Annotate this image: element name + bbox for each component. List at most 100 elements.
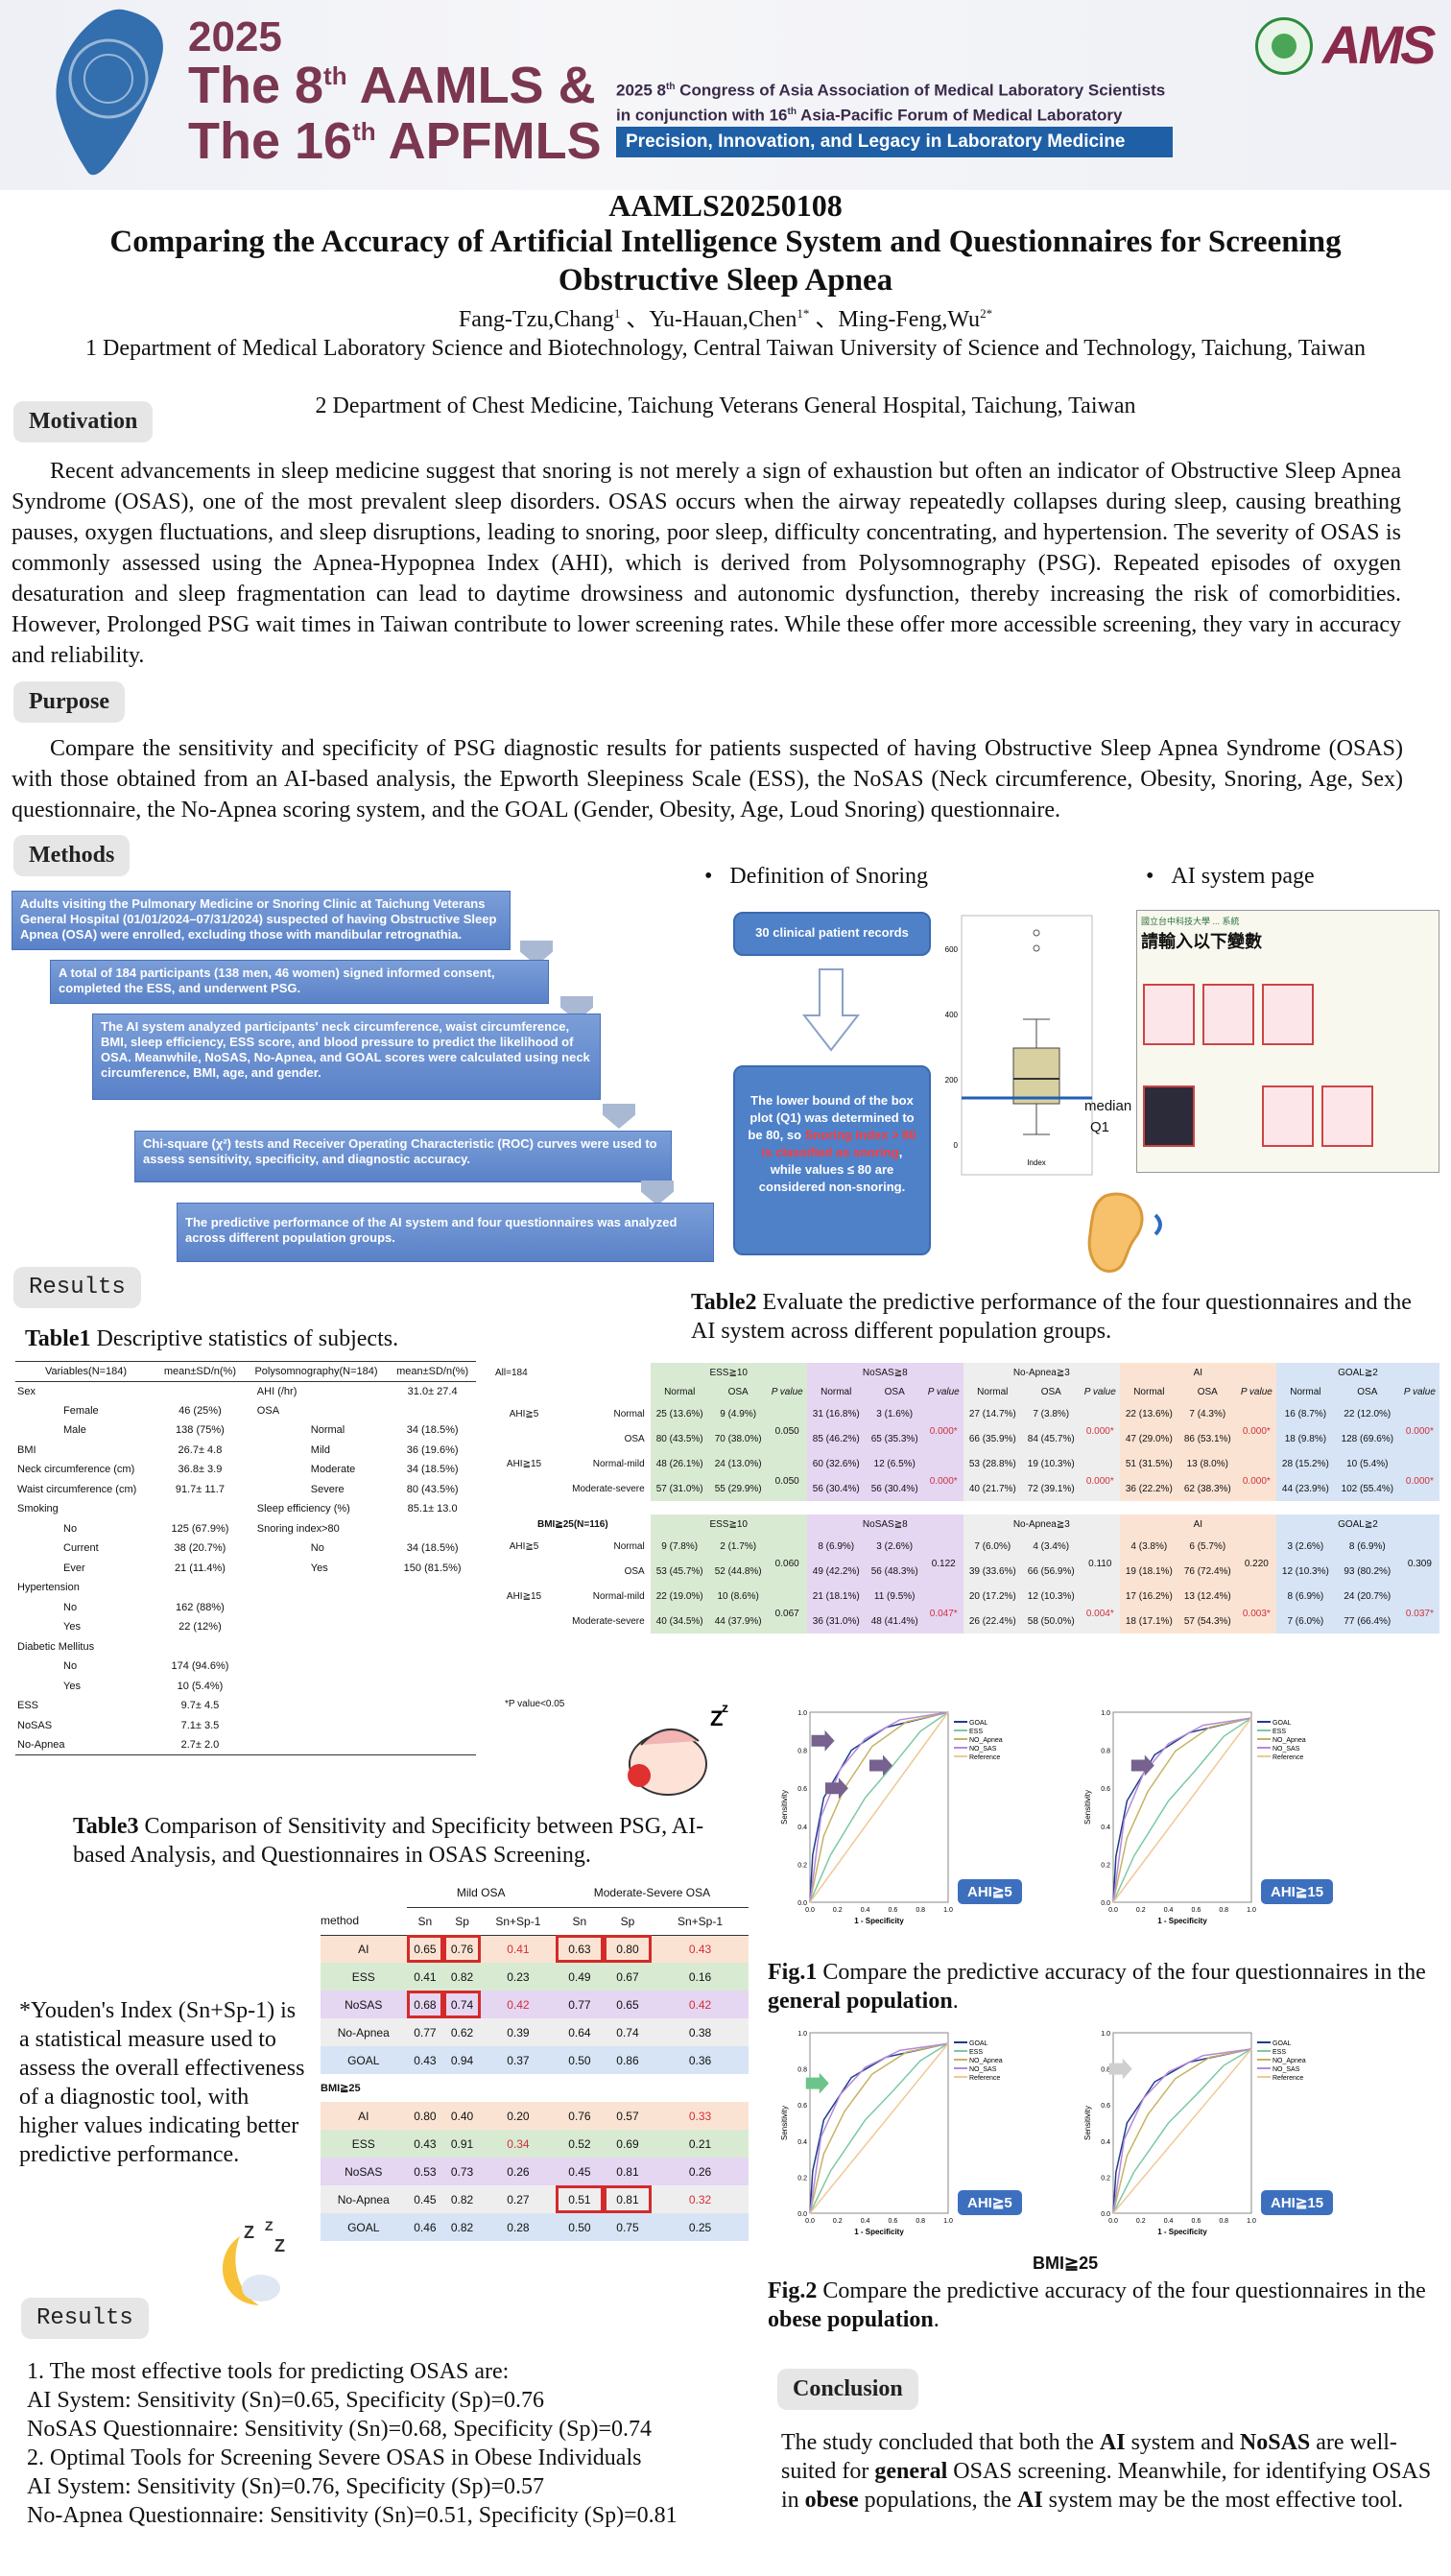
roc-x-tick: 1.0 — [943, 2218, 953, 2225]
table3-cell: 0.16 — [688, 1969, 712, 1984]
roc-x-tick: 0.0 — [1108, 2218, 1118, 2225]
roc-legend-label: ESS — [1273, 1729, 1286, 1735]
table2-cell: 102 (55.4%) — [1334, 1476, 1400, 1501]
table1-cell — [156, 1499, 244, 1519]
youden-note: *Youden's Index (Sn+Sp-1) is a statistic… — [19, 1998, 305, 2167]
table3-cell: 0.43 — [688, 1942, 712, 1956]
table1-cell: 21 (11.4%) — [174, 1562, 226, 1574]
table2-cell: 7 (6.0%) — [963, 1534, 1022, 1559]
table3-cell: 0.49 — [568, 1969, 591, 1984]
roc-legend-label: GOAL — [1273, 1720, 1292, 1727]
table2-cell: 24 (20.7%) — [1334, 1584, 1400, 1609]
table2-cell: 60 (32.6%) — [806, 1451, 866, 1476]
table2-cell: 128 (69.6%) — [1334, 1426, 1400, 1451]
table1-cell: No-Apnea — [17, 1739, 65, 1751]
table2-ahi-label: AHI≧5 — [509, 1540, 539, 1552]
table1-cell — [389, 1617, 476, 1637]
roc-curve-ess — [1112, 1717, 1252, 1903]
table1-cell: No — [63, 1660, 78, 1673]
roc-xlabel: 1 - Specificity — [1157, 2228, 1207, 2236]
table1-cell — [156, 1578, 244, 1598]
results-line: No-Apnea Questionnaire: Sensitivity (Sn)… — [27, 2503, 678, 2528]
affiliation-1: 1 Department of Medical Laboratory Scien… — [85, 336, 1366, 361]
table2-cell: 47 (29.0%) — [1119, 1426, 1178, 1451]
roc-curve-goal — [1112, 2048, 1252, 2214]
roc-legend-label: GOAL — [969, 1720, 988, 1727]
table1-cell: 125 (67.9%) — [171, 1522, 229, 1535]
table3-cell: 0.65 — [616, 1997, 639, 2012]
svg-text:Z: Z — [265, 2218, 274, 2233]
table1-cell: 2.7± 2.0 — [180, 1739, 220, 1751]
table2-cell: 25 (13.6%) — [650, 1401, 709, 1426]
table2-sub-header: Normal — [806, 1382, 866, 1401]
table2-cell: 0.060 — [767, 1559, 807, 1584]
median-label: median — [1084, 1098, 1132, 1114]
table2-cell: 0.122 — [923, 1559, 963, 1584]
roc-legend-label: Reference — [969, 2075, 1000, 2082]
table1-cell: No — [63, 1522, 78, 1535]
table1-cell: No — [63, 1601, 78, 1613]
roc-y-tick: 0.4 — [1101, 1825, 1110, 1831]
conclusion-heading: Conclusion — [777, 2369, 918, 2410]
roc-xlabel: 1 - Specificity — [1157, 1917, 1207, 1925]
roc-y-tick: 0.8 — [1101, 1749, 1110, 1755]
table3-cell: 0.74 — [443, 1991, 481, 2018]
table2-cell: 9 (7.8%) — [650, 1534, 709, 1559]
snoring-face-icon: Z z — [628, 1700, 728, 1796]
table3-cell: 0.82 — [450, 2192, 474, 2206]
table2-cell: 36 (31.0%) — [806, 1609, 866, 1634]
table3-cell: AI — [358, 1942, 369, 1956]
ams-logo: AMS — [1322, 14, 1436, 75]
table2-cell: 62 (38.3%) — [1177, 1476, 1237, 1501]
roc-y-tick: 0.4 — [797, 2139, 807, 2146]
roc-curve-no-sas — [1112, 2048, 1252, 2214]
table2-cell: 9 (4.9%) — [708, 1401, 768, 1426]
svg-text:Z: Z — [274, 2236, 285, 2255]
ai-page-prompt: 請輸入以下變數 — [1141, 932, 1262, 951]
table2-sub-header: Normal — [650, 1382, 709, 1401]
roc-x-tick: 0.2 — [833, 1907, 843, 1914]
table3-caption: Table3 Comparison of Sensitivity and Spe… — [73, 1814, 704, 1868]
roc-x-tick: 0.4 — [1164, 1907, 1174, 1914]
table2-sub-header: P value — [1080, 1382, 1120, 1401]
table3-cell: 0.21 — [688, 2136, 712, 2151]
table2-cell: 7 (4.3%) — [1177, 1401, 1237, 1426]
table3-cell: 0.26 — [507, 2164, 530, 2179]
table2-cell: 0.309 — [1399, 1559, 1439, 1584]
table1-cell — [389, 1696, 476, 1716]
roc-x-tick: 0.2 — [833, 2218, 843, 2225]
table2-cell: 70 (38.0%) — [708, 1426, 768, 1451]
table2-row-label: Normal — [613, 1540, 645, 1552]
highlight-arrow-icon — [824, 1777, 848, 1800]
table3-cell: 0.69 — [616, 2136, 639, 2151]
boxplot-tick: 600 — [945, 945, 959, 954]
table2-cell: 57 (31.0%) — [650, 1476, 709, 1501]
table1-cell: Current — [63, 1542, 99, 1555]
table2-cell — [1080, 1451, 1120, 1476]
motivation-text: Recent advancements in sleep medicine su… — [12, 459, 1401, 668]
table2-cell: 10 (5.4%) — [1334, 1451, 1400, 1476]
table1-cell: Sex — [17, 1385, 36, 1397]
table3-cell: 0.42 — [507, 1997, 530, 2012]
table2-row-label: OSA — [624, 1433, 645, 1444]
roc-ylabel: Sensitivity — [780, 2106, 789, 2140]
table3-header-cell: Sp — [620, 1914, 635, 1928]
affiliation-2: 2 Department of Chest Medicine, Taichung… — [315, 394, 1136, 418]
q1-label: Q1 — [1090, 1119, 1110, 1135]
roc-y-tick: 1.0 — [1101, 2031, 1110, 2038]
table3-header-cell: Sp — [455, 1914, 469, 1928]
table2-cell: 18 (9.8%) — [1275, 1426, 1335, 1451]
roc-x-tick: 0.0 — [805, 2218, 815, 2225]
roc-y-tick: 0.6 — [1101, 1786, 1110, 1793]
table2-cell: 53 (28.8%) — [963, 1451, 1022, 1476]
table3-cell: 0.75 — [616, 2220, 639, 2234]
table2-cell: 66 (56.9%) — [1021, 1559, 1081, 1584]
table1-cell: 10 (5.4%) — [177, 1680, 224, 1692]
table3-cell: 0.57 — [616, 2109, 639, 2123]
table2-cell: 13 (12.4%) — [1177, 1584, 1237, 1609]
table3-cell: 0.68 — [406, 1991, 444, 2018]
